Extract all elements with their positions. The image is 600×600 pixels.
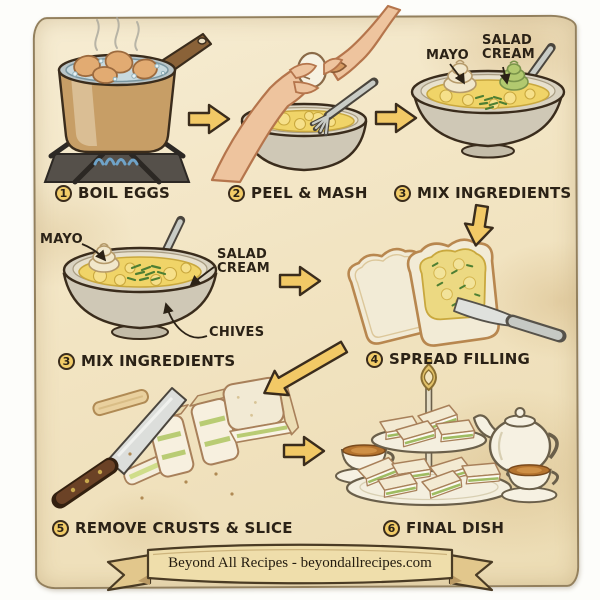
boiling-pot-illustration [43, 17, 213, 185]
banner-text: Beyond All Recipes - beyondallrecipes.co… [168, 555, 432, 571]
sandwich-end-piece [222, 375, 300, 444]
chives-label: CHIVES [209, 325, 265, 340]
final-dish-illustration [335, 357, 560, 507]
salad-cream-pointer-top [499, 66, 511, 85]
salad-cream-label-mid: SALAD CREAM [217, 248, 270, 276]
peel-and-mash-illustration [210, 4, 402, 184]
step-label: FINAL DISH [406, 519, 505, 537]
chives-sprinkle [474, 94, 508, 111]
step-label: MIX INGREDIENTS [81, 352, 236, 370]
arrow-step2-to-step3 [374, 102, 418, 134]
step-number-badge: 1 [55, 184, 72, 202]
step-caption-3: 3 MIX INGREDIENTS [394, 184, 571, 202]
teacup-right [501, 464, 560, 504]
mix-ingredients-bowl-small [410, 47, 567, 159]
step-number-badge: 2 [228, 184, 245, 202]
chives-pointer [163, 302, 208, 339]
step-number-badge: 4 [366, 350, 383, 368]
step-label: MIX INGREDIENTS [417, 184, 572, 202]
step-caption-2: 2 PEEL & MASH [228, 184, 368, 202]
tiered-stand [345, 357, 513, 507]
salad-cream-line1: SALAD [217, 247, 268, 262]
sandwich-slice [189, 386, 240, 466]
step-label: BOIL EGGS [78, 184, 171, 202]
salad-cream-pointer-mid [189, 266, 215, 287]
arrow-step4-to-step5 [256, 333, 353, 407]
step-caption-6: 6 FINAL DISH [383, 519, 504, 537]
salad-cream-label-top: SALAD CREAM [482, 34, 535, 62]
bread-slice-with-filling [406, 238, 500, 347]
step-number-badge: 5 [52, 519, 69, 537]
crust-piece [92, 388, 149, 417]
salad-cream-line2: CREAM [482, 47, 535, 62]
step-caption-5: 5 REMOVE CRUSTS & SLICE [52, 519, 293, 537]
mayo-pointer-top [449, 63, 465, 85]
right-hand [326, 4, 402, 82]
salad-cream-line2: CREAM [217, 261, 270, 276]
butter-knife-icon [453, 297, 567, 343]
step-caption-1: 1 BOIL EGGS [55, 184, 170, 202]
step-number-badge: 3 [58, 352, 75, 370]
arrow-step1-to-step2 [187, 103, 231, 135]
step-caption-3b: 3 MIX INGREDIENTS [58, 352, 235, 370]
mix-ingredients-bowl-large [62, 220, 218, 340]
chive-flecks [431, 262, 481, 307]
step-label: SPREAD FILLING [389, 350, 531, 368]
chef-knife-icon [51, 387, 187, 509]
arrow-bowl-to-bread [278, 265, 322, 297]
step-label: REMOVE CRUSTS & SLICE [75, 519, 293, 537]
mayo-pointer-mid [81, 243, 107, 262]
stove-grate [43, 153, 191, 183]
step-caption-4: 4 SPREAD FILLING [366, 350, 530, 368]
step-label: PEEL & MASH [251, 184, 368, 202]
pot-body [57, 68, 177, 154]
mayo-label-top: MAYO [426, 48, 469, 63]
steam-icon [94, 17, 140, 51]
crumbs [128, 452, 234, 500]
step-number-badge: 3 [394, 184, 411, 202]
spread-filling-illustration [347, 238, 567, 347]
salad-cream-line1: SALAD [482, 33, 533, 48]
gas-flame-icon [93, 157, 139, 166]
mayo-label-mid: MAYO [40, 232, 83, 247]
chives-pile [126, 263, 167, 282]
salad-cream-dollop [499, 60, 529, 91]
step-number-badge: 6 [383, 519, 400, 537]
slice-sandwich-illustration [51, 375, 300, 509]
ribbon-banner [106, 543, 494, 592]
arrow-step5-to-step6 [282, 435, 326, 467]
